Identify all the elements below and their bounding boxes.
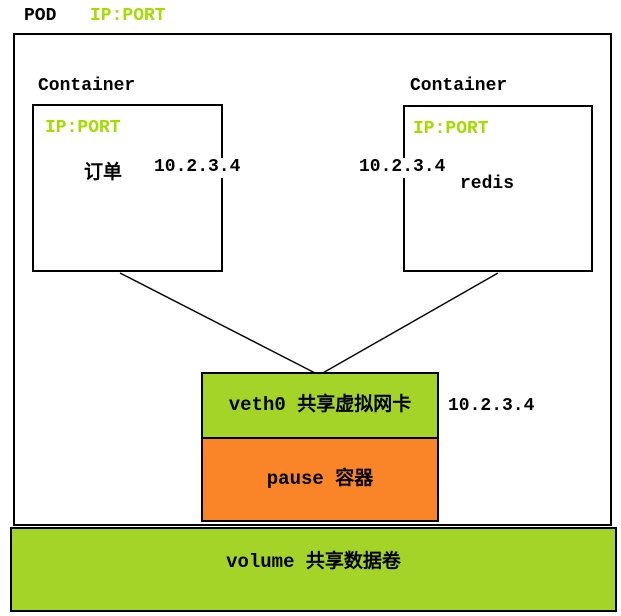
left-container-title: Container [38,76,136,96]
left-container-ip-address: 10.2.3.4 [152,157,243,178]
left-container-app-name: 订单 [84,162,123,184]
veth0-label: veth0 共享虚拟网卡 [228,394,412,417]
pod-ip-port-label: IP:PORT [90,6,166,26]
left-container-ip-port-label: IP:PORT [45,118,121,138]
pod-boundary-box [13,33,612,526]
right-container-ip-address: 10.2.3.4 [357,157,448,178]
volume-label: volume 共享数据卷 [226,551,401,574]
veth0-ip-address: 10.2.3.4 [448,396,535,416]
pause-container-label: pause 容器 [266,468,374,491]
right-container-app-name: redis [460,174,515,194]
right-container-ip-port-label: IP:PORT [413,119,489,139]
right-container-box [403,105,593,272]
pause-container-box: pause 容器 [201,437,439,522]
veth0-box: veth0 共享虚拟网卡 [201,372,439,439]
right-container-title: Container [410,76,508,96]
left-container-box [32,104,223,272]
pod-label: POD [24,6,57,26]
volume-box: volume 共享数据卷 [10,527,617,612]
